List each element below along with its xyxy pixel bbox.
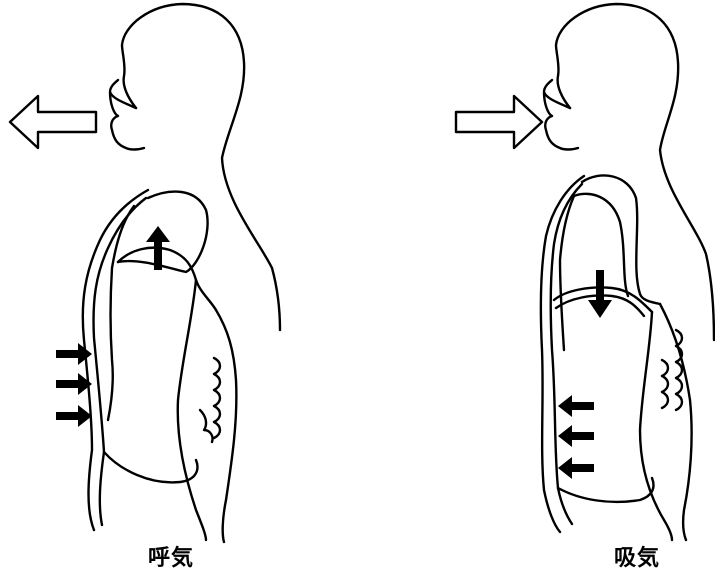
exhale-spine-wave-2 [200, 410, 213, 442]
inhale-air-in-arrow [456, 96, 542, 148]
inhale-sternum [560, 196, 574, 350]
exhale-belly-arrows [56, 343, 92, 427]
exhale-figure [10, 4, 280, 542]
exhale-spine-wave [214, 358, 220, 438]
inhale-back-wall [640, 312, 672, 540]
inhale-belly-arrows [558, 395, 594, 479]
inhale-abdomen [558, 478, 654, 502]
inhale-diaphragm-down-arrow [588, 270, 612, 318]
inhale-label: 吸気 [614, 540, 660, 572]
exhale-body-outline [122, 4, 280, 330]
exhale-air-out-arrow [10, 96, 96, 148]
inhale-figure [456, 4, 714, 540]
inhale-front-wall-outer [541, 176, 584, 532]
exhale-front-wall-outer [83, 190, 148, 530]
inhale-back-inner [660, 304, 692, 540]
exhale-label: 呼気 [148, 540, 194, 572]
exhale-face-profile [110, 80, 144, 150]
inhale-face-profile [544, 80, 578, 150]
exhale-lung [118, 192, 208, 272]
exhale-back-wall [178, 280, 206, 540]
inhale-spine-wave-2 [662, 360, 668, 408]
exhale-diaphragm [118, 248, 216, 310]
